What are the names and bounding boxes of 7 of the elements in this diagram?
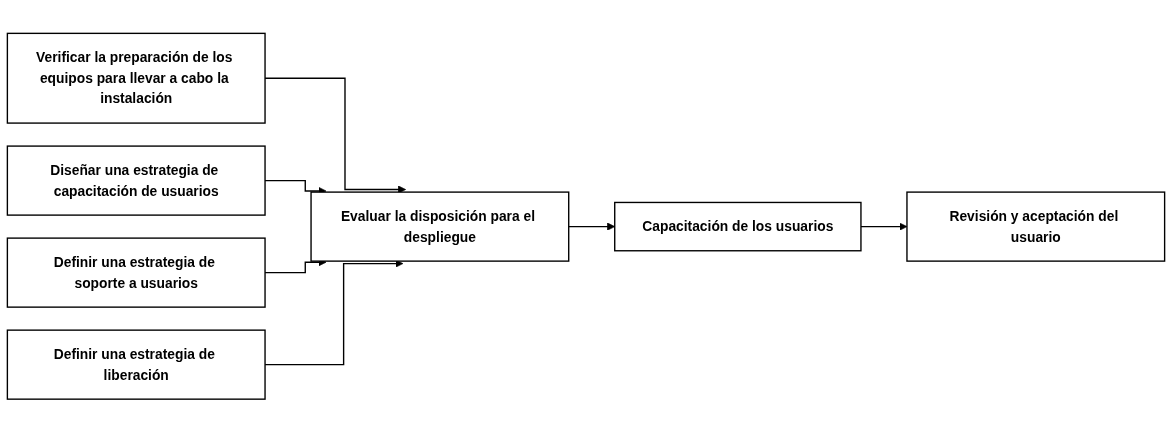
node-box: Revisión y aceptación del usuario [906, 191, 1166, 262]
node-box: Verificar la preparación de los equipos para llevar a cabo la instalación [6, 32, 266, 124]
node-box: Evaluar la disposición para el despliegue [310, 191, 570, 262]
node-box: Diseñar una estrategia de capacitación de usuarios [6, 145, 266, 216]
node-box: Definir una estrategia de soporte a usuarios [6, 237, 266, 308]
node-box: Capacitación de los usuarios [614, 201, 862, 252]
node-box: Definir una estrategia de liberación [6, 329, 266, 400]
